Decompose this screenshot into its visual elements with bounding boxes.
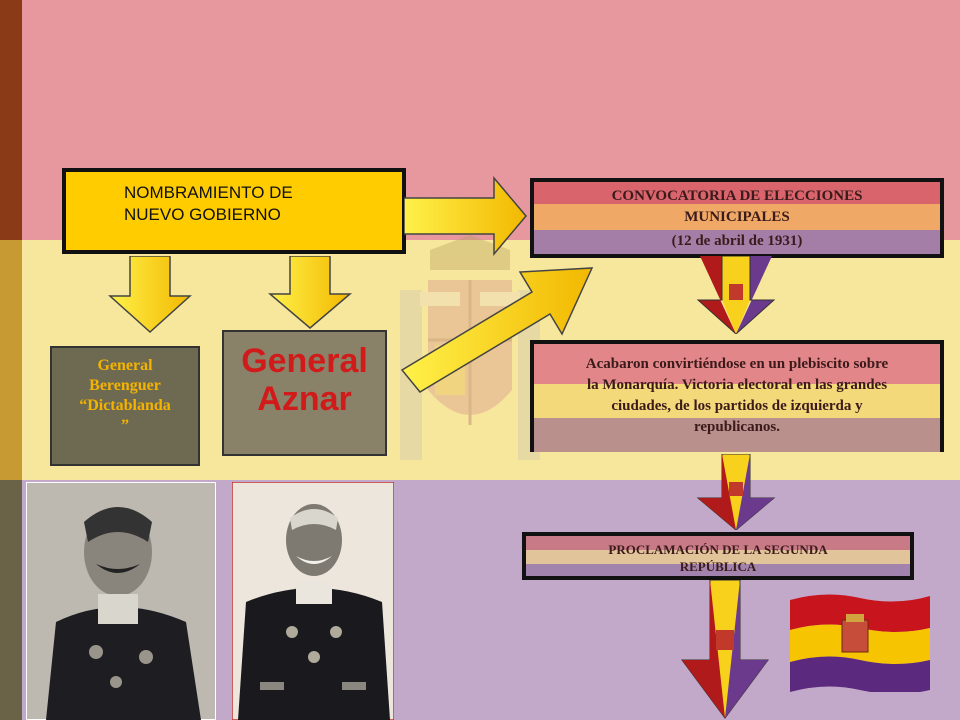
plebiscito-line2: la Monarquía. Victoria electoral en las …: [586, 377, 888, 393]
berenguer-line4: ”: [121, 417, 129, 434]
plebiscito-line4: republicanos.: [694, 419, 780, 435]
flag-arrow-2: [696, 454, 776, 530]
down-arrow-berenguer: [108, 256, 192, 334]
proclamacion-line2: REPÚBLICA: [679, 559, 757, 574]
left-stripe-bottom: [0, 480, 22, 720]
republican-flag: [790, 594, 930, 692]
flag-arrow-3: [681, 580, 769, 719]
aznar-line2: Aznar: [257, 380, 352, 418]
plebiscito-box: Acabaron convirtiéndose en un plebiscito…: [530, 340, 944, 452]
nombramiento-line2: NUEVO GOBIERNO: [124, 205, 281, 224]
aznar-caption: General Aznar: [222, 330, 387, 456]
berenguer-line3: “Dictablanda: [79, 397, 171, 414]
berenguer-line1: General: [97, 357, 153, 374]
berenguer-caption: General Berenguer “Dictablanda ”: [50, 346, 200, 466]
right-arrow-elecciones: [404, 176, 527, 256]
left-stripe-middle: [0, 240, 22, 480]
berenguer-line2: Berenguer: [89, 377, 161, 394]
elecciones-line2: MUNICIPALES: [684, 209, 790, 225]
plebiscito-line1: Acabaron convirtiéndose en un plebiscito…: [585, 356, 889, 372]
proclamacion-line1: PROCLAMACIÓN DE LA SEGUNDA: [608, 542, 828, 557]
flag-arrow-1: [696, 256, 776, 334]
down-arrow-aznar: [267, 256, 353, 329]
elecciones-line3: (12 de abril de 1931): [671, 233, 803, 249]
diagonal-arrow-elecciones: [400, 267, 594, 393]
aznar-photo: [232, 482, 394, 720]
nombramiento-box: NOMBRAMIENTO DE NUEVO GOBIERNO: [62, 168, 406, 254]
aznar-line1: General: [241, 342, 368, 380]
proclamacion-box: PROCLAMACIÓN DE LA SEGUNDA REPÚBLICA: [522, 532, 914, 580]
plebiscito-line3: ciudades, de los partidos de izquierda y: [611, 398, 863, 414]
left-stripe-top: [0, 0, 22, 240]
elecciones-box: CONVOCATORIA DE ELECCIONES MUNICIPALES (…: [530, 178, 944, 258]
coat-of-arms-watermark: [400, 235, 540, 460]
nombramiento-line1: NOMBRAMIENTO DE: [124, 183, 293, 202]
berenguer-photo: [26, 482, 216, 720]
elecciones-line1: CONVOCATORIA DE ELECCIONES: [611, 188, 863, 204]
